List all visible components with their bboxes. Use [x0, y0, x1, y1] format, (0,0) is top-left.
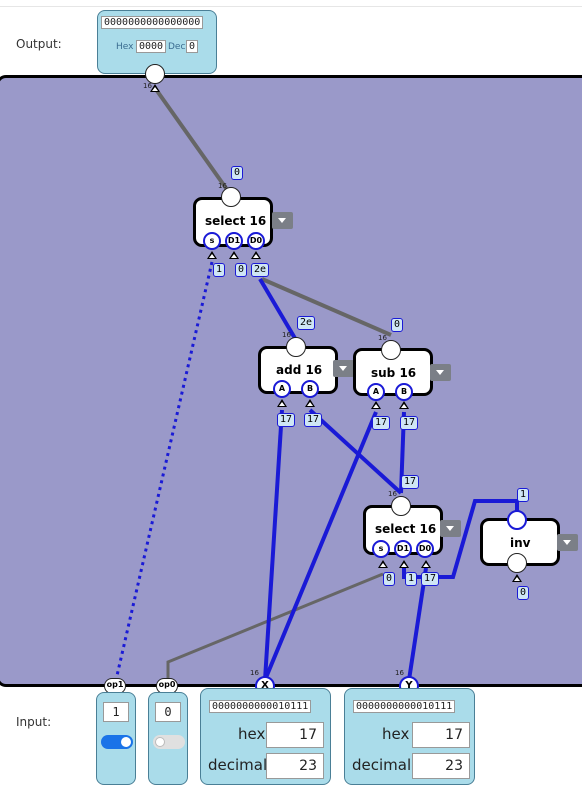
x-hex-field[interactable]: 17: [266, 722, 324, 748]
x-dec-label: decimal: [208, 756, 268, 774]
x-hex-label: hex: [238, 725, 266, 743]
output-pin-arrow: [150, 84, 160, 92]
arrow: [277, 399, 287, 407]
inv-dropdown[interactable]: [557, 534, 578, 551]
width-label: 16: [378, 334, 387, 342]
select-top-port-s[interactable]: s: [203, 232, 221, 250]
tag-select-mid-s: 0: [383, 572, 396, 586]
info-icon[interactable]: i: [263, 203, 266, 213]
output-hex-value: 0000: [136, 40, 167, 53]
tag-inv-in: 1: [517, 488, 530, 502]
y-dec-label: decimal: [352, 756, 412, 774]
select-mid-port-s[interactable]: s: [372, 540, 390, 558]
info-icon[interactable]: i: [432, 513, 435, 523]
select-top-port-d1[interactable]: D1: [225, 232, 243, 250]
output-hex-label: Hex: [116, 42, 134, 52]
arrow: [378, 560, 388, 568]
op1-toggle[interactable]: [101, 735, 133, 749]
tag-add-a: 17: [277, 413, 296, 427]
add-port-a[interactable]: A: [273, 380, 291, 398]
add-dropdown[interactable]: [333, 360, 354, 377]
select-mid-port-d1[interactable]: D1: [394, 540, 412, 558]
op0-panel: 0: [148, 692, 188, 785]
sub-title: sub 16: [371, 366, 417, 380]
info-icon[interactable]: i: [325, 352, 328, 362]
arrow: [251, 251, 261, 259]
sub-component[interactable]: sub 16: [353, 348, 433, 396]
info-icon[interactable]: i: [548, 526, 551, 536]
x-dec-field[interactable]: 23: [266, 753, 324, 779]
input-label: Input:: [16, 715, 52, 729]
inv-out-pin[interactable]: [507, 553, 527, 573]
output-label: Output:: [16, 37, 62, 51]
arrow: [399, 401, 409, 409]
select-mid-out-pin[interactable]: [391, 496, 411, 516]
tag-select-top-d1: 0: [235, 263, 248, 277]
inv-in-pin[interactable]: [507, 510, 527, 530]
output-pin[interactable]: [145, 64, 165, 84]
tag-sub-a: 17: [372, 416, 391, 430]
add-out-pin[interactable]: [286, 337, 306, 357]
width-label: 16: [388, 490, 397, 498]
add-title: add 16: [276, 363, 323, 377]
select-top-out-pin[interactable]: [221, 187, 241, 207]
arrow: [305, 399, 315, 407]
output-bits: 0000000000000000: [101, 16, 204, 29]
arrow: [229, 251, 239, 259]
op0-value: 0: [155, 702, 181, 722]
op0-toggle[interactable]: [153, 735, 185, 749]
tag-select-top-d0: 2e: [251, 263, 270, 277]
y-bits[interactable]: 0000000000010111: [353, 700, 456, 713]
width-label: 16: [218, 182, 227, 190]
op1-panel: 1: [96, 692, 136, 785]
arrow: [207, 251, 217, 259]
width-label: 16: [250, 669, 259, 677]
arrow: [399, 560, 409, 568]
tag-add-out: 2e: [297, 316, 316, 330]
arrow: [371, 401, 381, 409]
select-mid-port-d0[interactable]: D0: [416, 540, 434, 558]
x-bits[interactable]: 0000000000010111: [209, 700, 312, 713]
y-hex-field[interactable]: 17: [412, 722, 470, 748]
tag-select-top-out: 0: [231, 166, 244, 180]
select-top-port-d0[interactable]: D0: [247, 232, 265, 250]
inv-title: inv: [510, 536, 531, 550]
width-label: 16: [282, 331, 291, 339]
width-label: 16: [143, 82, 152, 90]
output-dec-label: Dec: [168, 42, 186, 52]
sub-port-a[interactable]: A: [367, 383, 385, 401]
tag-select-mid-d0: 17: [421, 572, 440, 586]
select-mid-dropdown[interactable]: [440, 520, 461, 537]
width-label: 16: [395, 669, 404, 677]
arrow: [421, 560, 431, 568]
tag-select-mid-out: 17: [401, 475, 420, 489]
tag-select-mid-d1: 1: [405, 572, 418, 586]
sub-dropdown[interactable]: [430, 364, 451, 381]
arrow: [512, 574, 522, 582]
tag-sub-b: 17: [400, 416, 419, 430]
tag-inv-out: 0: [517, 586, 530, 600]
sub-port-b[interactable]: B: [395, 383, 413, 401]
x-panel: 0000000000010111 hex 17 decimal 23: [200, 688, 331, 785]
tag-add-b: 17: [304, 413, 323, 427]
y-hex-label: hex: [382, 725, 410, 743]
tag-select-top-s: 1: [213, 263, 226, 277]
sub-out-pin[interactable]: [381, 340, 401, 360]
info-icon[interactable]: i: [421, 357, 424, 367]
add-port-b[interactable]: B: [301, 380, 319, 398]
toggle-knob: [121, 737, 131, 747]
y-panel: 0000000000010111 hex 17 decimal 23: [344, 688, 475, 785]
y-dec-field[interactable]: 23: [412, 753, 470, 779]
output-dec-value: 0: [186, 40, 199, 53]
toggle-knob: [155, 737, 165, 747]
top-divider: [0, 6, 582, 7]
select-top-dropdown[interactable]: [272, 212, 293, 229]
select-top-title: select 16: [205, 214, 267, 228]
select-mid-title: select 16: [375, 522, 437, 536]
tag-sub-out: 0: [391, 318, 404, 332]
op1-value: 1: [103, 702, 129, 722]
